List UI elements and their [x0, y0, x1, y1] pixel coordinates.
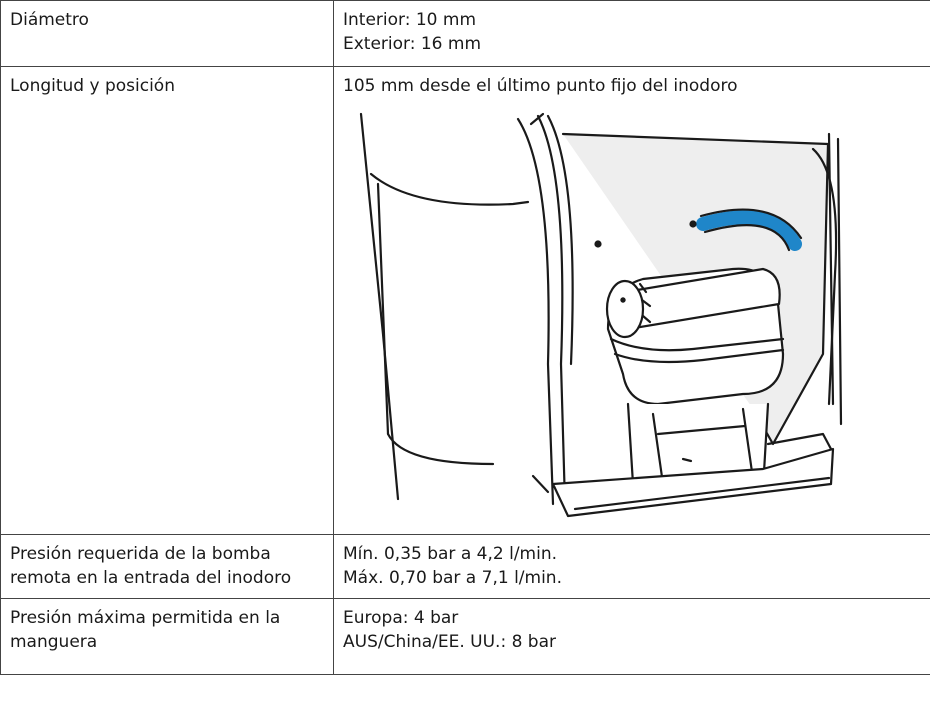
row-label: Presión requerida de la bomba remota en … — [0, 534, 334, 599]
row-value: Mín. 0,35 bar a 4,2 l/min. Máx. 0,70 bar… — [333, 534, 930, 599]
value-line: Máx. 0,70 bar a 7,1 l/min. — [343, 568, 562, 588]
table-row: Longitud y posición 105 mm desde el últi… — [0, 66, 930, 535]
table-row: Presión requerida de la bomba remota en … — [0, 534, 930, 599]
row-label: Diámetro — [0, 0, 334, 67]
toilet-cassette-illustration — [359, 112, 843, 518]
label-line: Presión requerida de la bomba — [10, 544, 271, 564]
row-value: Interior: 10 mm Exterior: 16 mm — [333, 0, 930, 67]
label-line: remota en la entrada del inodoro — [10, 568, 292, 588]
spec-table: Diámetro Interior: 10 mm Exterior: 16 mm… — [0, 0, 930, 675]
table-row: Diámetro Interior: 10 mm Exterior: 16 mm — [0, 0, 930, 67]
label-text: Diámetro — [10, 10, 89, 30]
value-line: Exterior: 16 mm — [343, 34, 482, 54]
row-value: 105 mm desde el último punto fijo del in… — [333, 66, 930, 535]
row-value: Europa: 4 bar AUS/China/EE. UU.: 8 bar — [333, 598, 930, 675]
label-text: Longitud y posición — [10, 76, 175, 96]
value-line: AUS/China/EE. UU.: 8 bar — [343, 632, 557, 652]
table-row: Presión máxima permitida en la manguera … — [0, 598, 930, 675]
value-line: 105 mm desde el último punto fijo del in… — [343, 76, 738, 96]
value-line: Europa: 4 bar — [343, 608, 459, 628]
value-line: Mín. 0,35 bar a 4,2 l/min. — [343, 544, 558, 564]
label-line: Presión máxima permitida en la — [10, 608, 281, 628]
label-line: manguera — [10, 632, 98, 652]
value-line: Interior: 10 mm — [343, 10, 477, 30]
row-label: Presión máxima permitida en la manguera — [0, 598, 334, 675]
row-label: Longitud y posición — [0, 66, 334, 535]
